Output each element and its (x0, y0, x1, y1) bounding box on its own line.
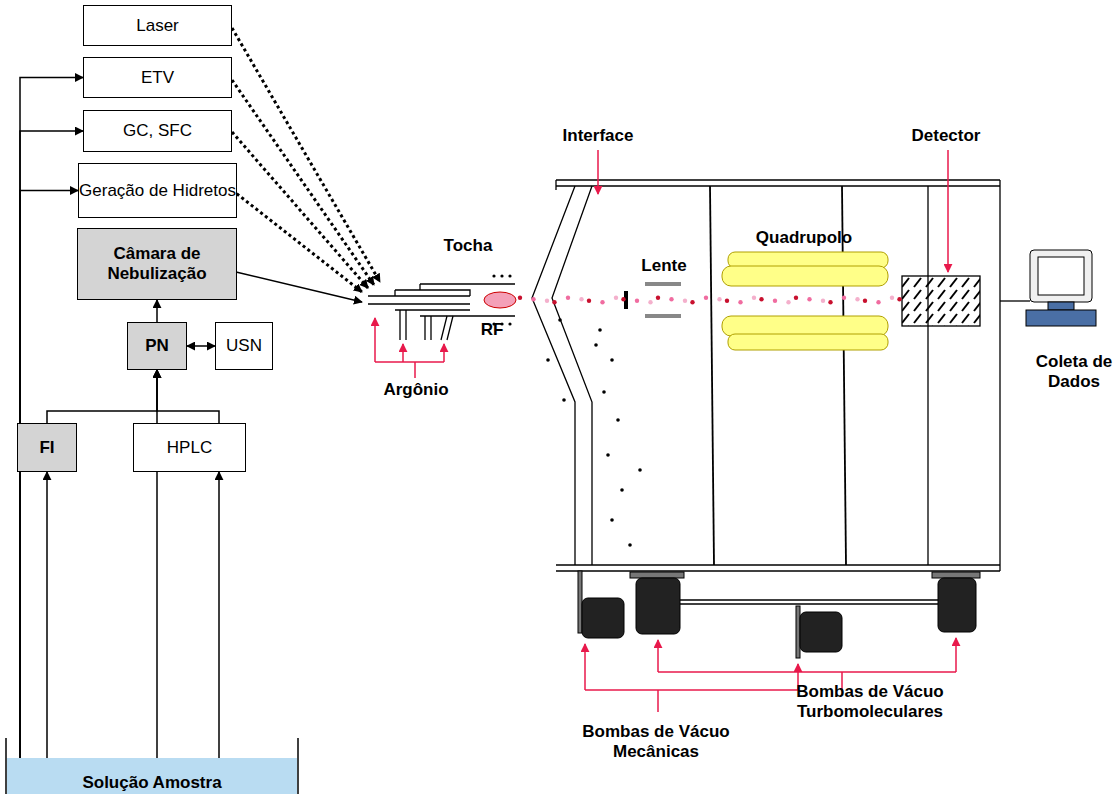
part-name: RF (481, 320, 504, 340)
quadrupole-rods (722, 252, 888, 350)
part-name: Bombas de Vácuo Turbomoleculares (780, 682, 960, 721)
node-text: Solução Amostra (82, 773, 221, 793)
part-name: Detector (912, 126, 981, 146)
rf-coil (492, 274, 511, 325)
vacuum-housing (532, 180, 1000, 571)
node-text: Câmara de Nebulização (78, 244, 236, 283)
node-text: GC, SFC (123, 121, 192, 141)
source-box: Laser (83, 5, 232, 46)
beaker (6, 738, 298, 794)
node-text: FI (39, 438, 54, 458)
detector-box (902, 276, 980, 326)
part-name: Lente (641, 256, 686, 276)
sample-liquid: Solução Amostra (7, 758, 297, 794)
node-text: PN (145, 336, 169, 356)
process-box: FI (17, 423, 77, 472)
vacuum-pumps (578, 571, 980, 658)
node-text: USN (226, 336, 262, 356)
part-name: Bombas de Vácuo Mecânicas (571, 722, 741, 761)
argon-arrows (375, 318, 444, 378)
plasma (484, 292, 516, 308)
part-name: Quadrupolo (756, 228, 852, 248)
ion-beam (518, 296, 902, 547)
connector (187, 345, 215, 347)
dotted-feed (232, 28, 380, 292)
part-name: Argônio (383, 380, 448, 400)
pointer-arrows (585, 150, 956, 712)
node-text: HPLC (167, 438, 212, 458)
connector (218, 472, 220, 758)
node-text: ETV (141, 68, 174, 88)
connector (20, 78, 83, 759)
part-name: Tocha (444, 236, 493, 256)
process-box: HPLC (133, 423, 246, 472)
source-box: ETV (83, 57, 232, 98)
source-box: Geração de Hidretos (78, 163, 237, 218)
node-text: Geração de Hidretos (79, 181, 236, 201)
part-name: Interface (563, 126, 634, 146)
source-box: GC, SFC (83, 110, 232, 152)
process-box: PN (127, 322, 187, 370)
process-box: USN (215, 322, 273, 370)
nebulizer-feed (236, 272, 362, 302)
node-text: Laser (136, 16, 179, 36)
connector (20, 191, 78, 759)
connector (46, 472, 48, 758)
part-name: Coleta de Dados (1029, 352, 1116, 391)
connector (157, 370, 219, 423)
torch (368, 284, 515, 340)
connector (47, 370, 157, 423)
process-box: Câmara de Nebulização (77, 228, 237, 300)
ion-lens (624, 282, 681, 318)
computer-icon (1000, 250, 1096, 326)
connector (156, 300, 158, 322)
